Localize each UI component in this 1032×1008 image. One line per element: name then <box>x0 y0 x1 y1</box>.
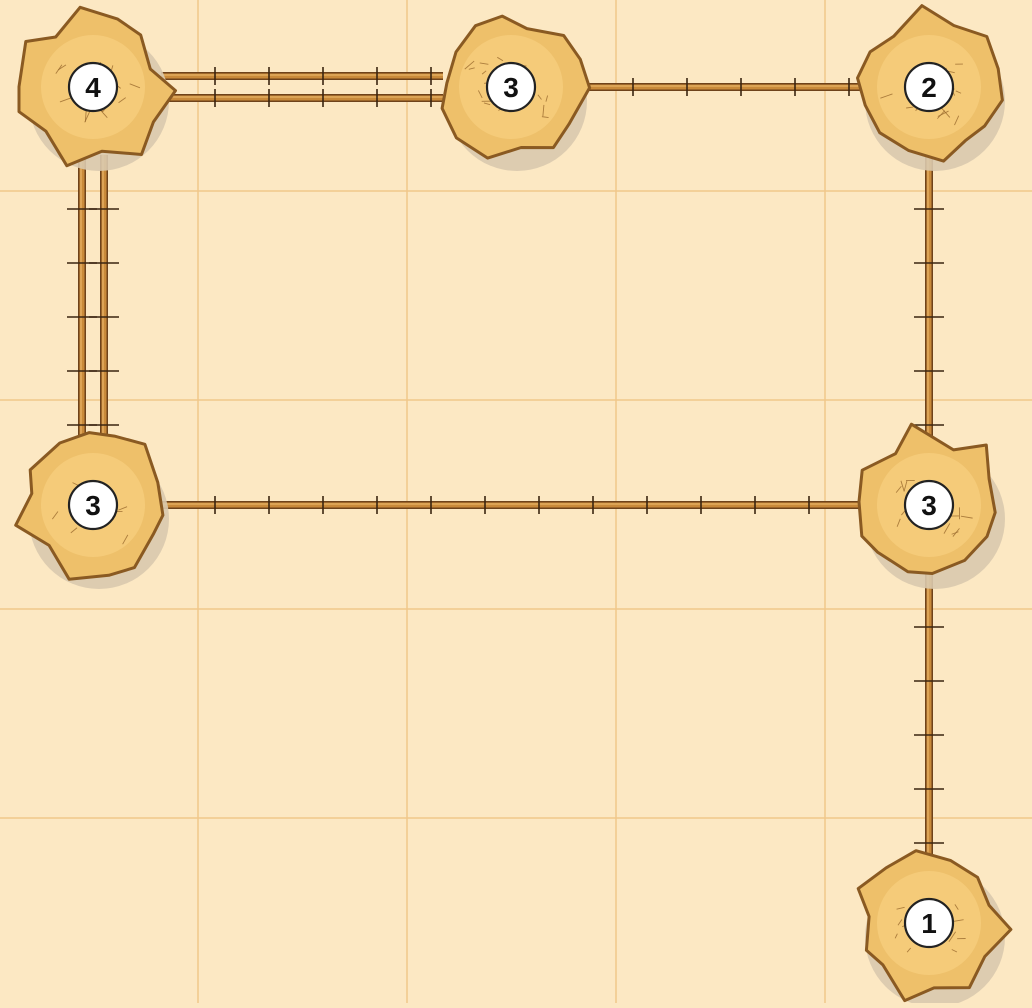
island-f[interactable]: 1 <box>858 851 1011 1003</box>
island-e[interactable]: 3 <box>859 424 1005 589</box>
island-b[interactable]: 3 <box>442 16 589 171</box>
bridge-a-b[interactable] <box>161 67 443 107</box>
island-number: 4 <box>85 72 101 103</box>
island-number: 3 <box>503 72 519 103</box>
bridge-b-c[interactable] <box>579 78 861 96</box>
bridge-c-e[interactable] <box>914 155 944 437</box>
island-a[interactable]: 4 <box>19 7 176 171</box>
island-number: 3 <box>85 490 101 521</box>
bridge-d-e[interactable] <box>161 496 861 514</box>
island-c[interactable]: 2 <box>858 6 1006 171</box>
island-number: 2 <box>921 72 937 103</box>
island-number: 3 <box>921 490 937 521</box>
island-d[interactable]: 3 <box>16 433 169 589</box>
island-number: 1 <box>921 908 937 939</box>
bridge-a-d[interactable] <box>67 155 119 437</box>
bridge-e-f[interactable] <box>914 573 944 855</box>
